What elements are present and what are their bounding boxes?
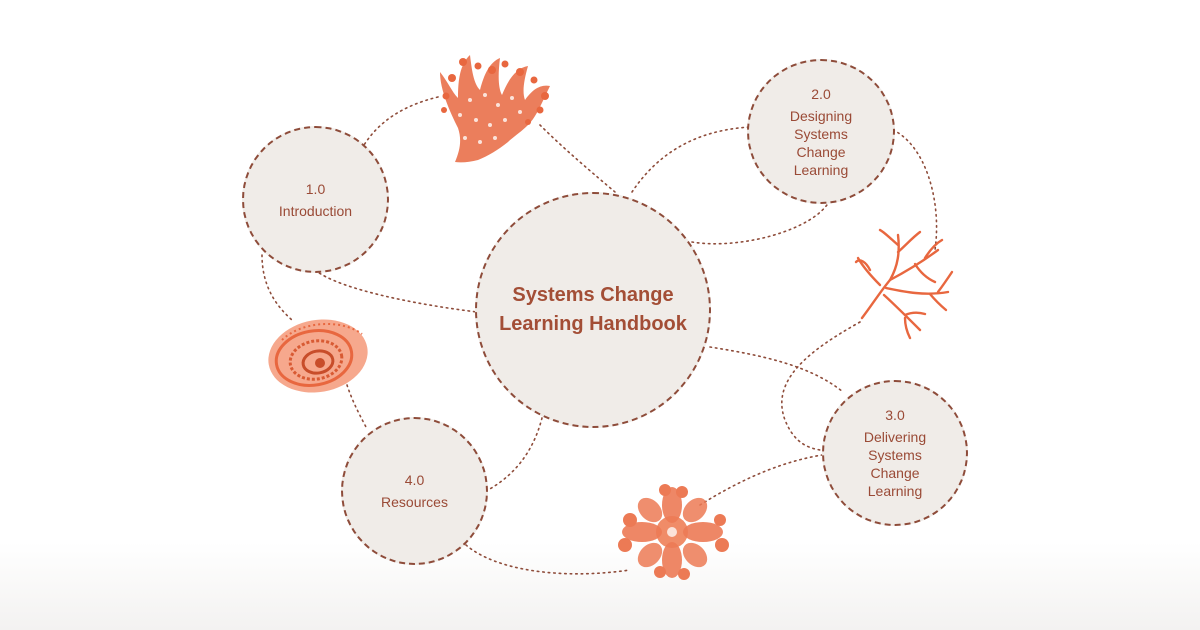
connector-center-to-designing (631, 126, 751, 193)
connector-intro-to-shell (261, 254, 293, 321)
section-number: 2.0 (811, 85, 831, 102)
section-label: Resources (381, 494, 448, 510)
connector-seaweed-to-delivering (781, 321, 861, 451)
section-label: Introduction (278, 202, 353, 219)
section-label: Delivering Systems Change Learning (863, 429, 927, 499)
section-number: 4.0 (404, 472, 425, 488)
connector-designing-loop (691, 199, 831, 245)
section-number: 1.0 (305, 180, 326, 197)
connector-designing-to-seaweed (892, 129, 938, 251)
connector-shell-to-resources (346, 384, 367, 428)
sea-anemone-icon (618, 484, 729, 580)
section-node-delivering[interactable]: 3.0 Delivering Systems Change Learning (822, 380, 968, 526)
connector-anemone-to-delivering (699, 454, 823, 506)
seaweed-icon (854, 228, 954, 340)
coral-icon (440, 55, 550, 163)
connector-coral-to-center (539, 124, 616, 193)
connector-center-to-delivering (709, 346, 844, 393)
connector-coral-to-intro (363, 96, 439, 146)
connector-lines (261, 96, 938, 575)
connector-center-to-resources (487, 417, 543, 491)
connector-intro-to-center (314, 269, 478, 313)
section-number: 3.0 (885, 407, 905, 423)
connector-resources-to-anemone (465, 544, 631, 575)
shell-icon (268, 319, 368, 393)
section-node-designing[interactable]: 2.0 Designing Systems Change Learning (747, 59, 895, 204)
center-node-label: Systems Change Learning Handbook (499, 284, 687, 335)
section-node-resources[interactable]: 4.0 Resources (341, 417, 488, 565)
section-node-introduction[interactable]: 1.0 Introduction (242, 126, 389, 273)
section-label: Designing Systems Change Learning (789, 107, 853, 178)
center-node-handbook[interactable]: Systems Change Learning Handbook (475, 192, 711, 428)
